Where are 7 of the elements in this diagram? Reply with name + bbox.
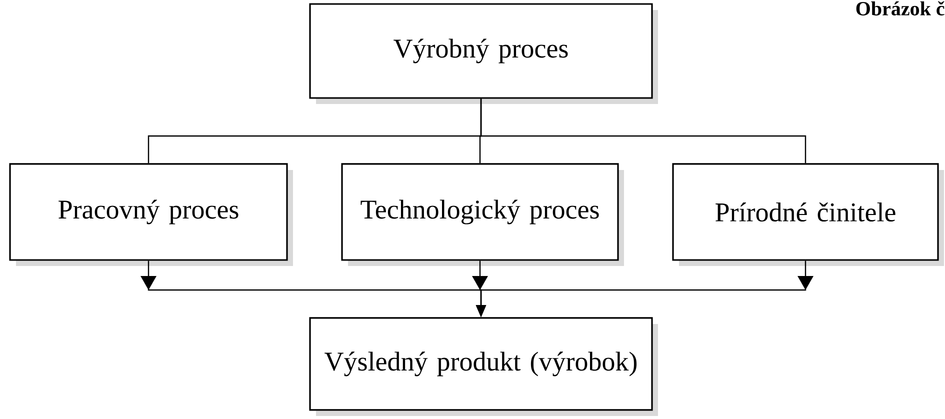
process-box: Technologický proces [341, 163, 624, 266]
process-box: Pracovný proces [9, 163, 293, 266]
process-box: Výrobný proces [309, 3, 658, 104]
figure-caption: Obrázok č [856, 1, 944, 16]
process-box: Výsledný produkt (výrobok) [309, 317, 658, 416]
process-box: Prírodné činitele [672, 163, 944, 266]
connector [480, 98, 806, 164]
